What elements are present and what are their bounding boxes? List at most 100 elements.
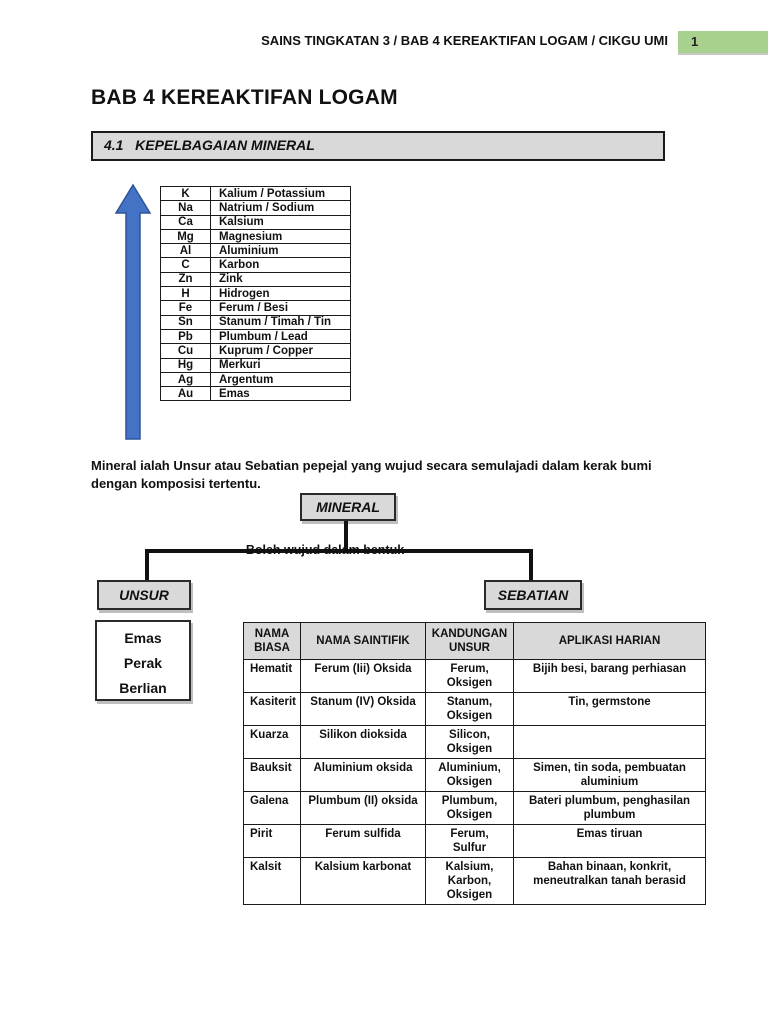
element-name: Stanum / Timah / Tin [210,314,351,330]
element-name: Kalium / Potassium [210,185,351,202]
col-header-nama-saintifik: NAMA SAINTIFIK [300,622,426,660]
section-heading-bar: 4.1 KEPELBAGAIAN MINERAL [91,131,665,161]
element-name: Zink [210,271,351,288]
table-row: Kasiterit Stanum (IV) Oksida Stanum, Oks… [243,692,706,726]
table-cell: Bauksit [243,758,301,792]
table-cell: Stanum, Oksigen [425,692,514,726]
table-cell: Simen, tin soda, pembuatan aluminium [513,758,706,792]
table-cell: Kalsium karbonat [300,857,426,905]
table-cell: Bateri plumbum, penghasilan plumbum [513,791,706,825]
table-cell: Ferum sulfida [300,824,426,858]
example-item: Emas [124,630,162,646]
col-header-kandungan-unsur: KANDUNGAN UNSUR [425,622,514,660]
table-cell: Hematit [243,659,301,693]
element-name: Plumbum / Lead [210,328,351,345]
table-cell: Emas tiruan [513,824,706,858]
element-symbol: Au [160,386,211,402]
element-name: Hidrogen [210,286,351,302]
table-cell: Plumbum (II) oksida [300,791,426,825]
element-name: Natrium / Sodium [210,200,351,216]
element-symbol: Hg [160,357,211,373]
table-row: Galena Plumbum (II) oksida Plumbum, Oksi… [243,791,706,825]
example-item: Perak [123,655,163,671]
element-symbol: Ag [160,371,211,388]
element-symbol: Cu [160,343,211,359]
connector-line [145,551,149,580]
table-cell: Silikon dioksida [300,725,426,759]
unsur-node-label: UNSUR [119,587,169,603]
unsur-examples-box: Emas Perak Berlian [95,620,191,701]
table-cell: Bijih besi, barang perhiasan [513,659,706,693]
element-name: Merkuri [210,357,351,373]
element-symbol: Al [160,243,211,259]
element-name: Aluminium [210,243,351,259]
table-cell: Galena [243,791,301,825]
table-cell: Stanum (IV) Oksida [300,692,426,726]
element-name: Emas [210,386,351,402]
element-symbol: H [160,286,211,302]
intro-paragraph: Mineral ialah Unsur atau Sebatian pepeja… [91,458,652,491]
element-name: Argentum [210,371,351,388]
table-cell: Kasiterit [243,692,301,726]
element-symbol: Sn [160,314,211,330]
table-cell: Pirit [243,824,301,858]
branch-label: Boleh wujud dalam bentuk [245,543,405,557]
element-name: Kalsium [210,214,351,230]
element-name: Karbon [210,257,351,273]
connector-line [344,521,348,550]
connector-line [529,551,533,580]
compound-table: NAMA BIASA NAMA SAINTIFIK KANDUNGAN UNSU… [243,622,706,905]
table-cell: Kalsit [243,857,301,905]
element-symbol: C [160,257,211,273]
mineral-node: MINERAL [300,493,396,521]
table-row: Kalsit Kalsium karbonat Kalsium, Karbon,… [243,857,706,905]
col-header-aplikasi-harian: APLIKASI HARIAN [513,622,706,660]
element-name: Ferum / Besi [210,300,351,316]
section-heading: 4.1 KEPELBAGAIAN MINERAL [104,137,315,153]
table-cell: Bahan binaan, konkrit, meneutralkan tana… [513,857,706,905]
page-number-badge: 1 [678,31,768,55]
table-row: Bauksit Aluminium oksida Aluminium, Oksi… [243,758,706,792]
sebatian-node-label: SEBATIAN [497,587,569,603]
table-cell: Ferum, Sulfur [425,824,514,858]
table-cell: Plumbum, Oksigen [425,791,514,825]
header-text: SAINS TINGKATAN 3 / BAB 4 KEREAKTIFAN LO… [261,33,668,48]
sebatian-node: SEBATIAN [484,580,582,610]
table-row: Hematit Ferum (Iii) Oksida Ferum, Oksige… [243,659,706,693]
example-item: Berlian [119,680,167,696]
table-cell: Tin, germstone [513,692,706,726]
table-cell: Ferum (Iii) Oksida [300,659,426,693]
table-cell: Aluminium, Oksigen [425,758,514,792]
table-cell: Silicon, Oksigen [425,725,514,759]
element-symbol: Pb [160,328,211,345]
element-symbol: Fe [160,300,211,316]
col-header-nama-biasa: NAMA BIASA [243,622,301,660]
table-row: Pirit Ferum sulfida Ferum, Sulfur Emas t… [243,824,706,858]
element-symbol: Ca [160,214,211,230]
table-cell: Ferum, Oksigen [425,659,514,693]
table-cell [513,725,706,759]
table-cell: Kalsium, Karbon, Oksigen [425,857,514,905]
element-name: Kuprum / Copper [210,343,351,359]
mineral-node-label: MINERAL [316,499,380,515]
reactivity-up-arrow-icon [114,183,154,441]
page-number: 1 [691,34,699,49]
element-symbol: Na [160,200,211,216]
table-cell: Aluminium oksida [300,758,426,792]
unsur-node: UNSUR [97,580,191,610]
